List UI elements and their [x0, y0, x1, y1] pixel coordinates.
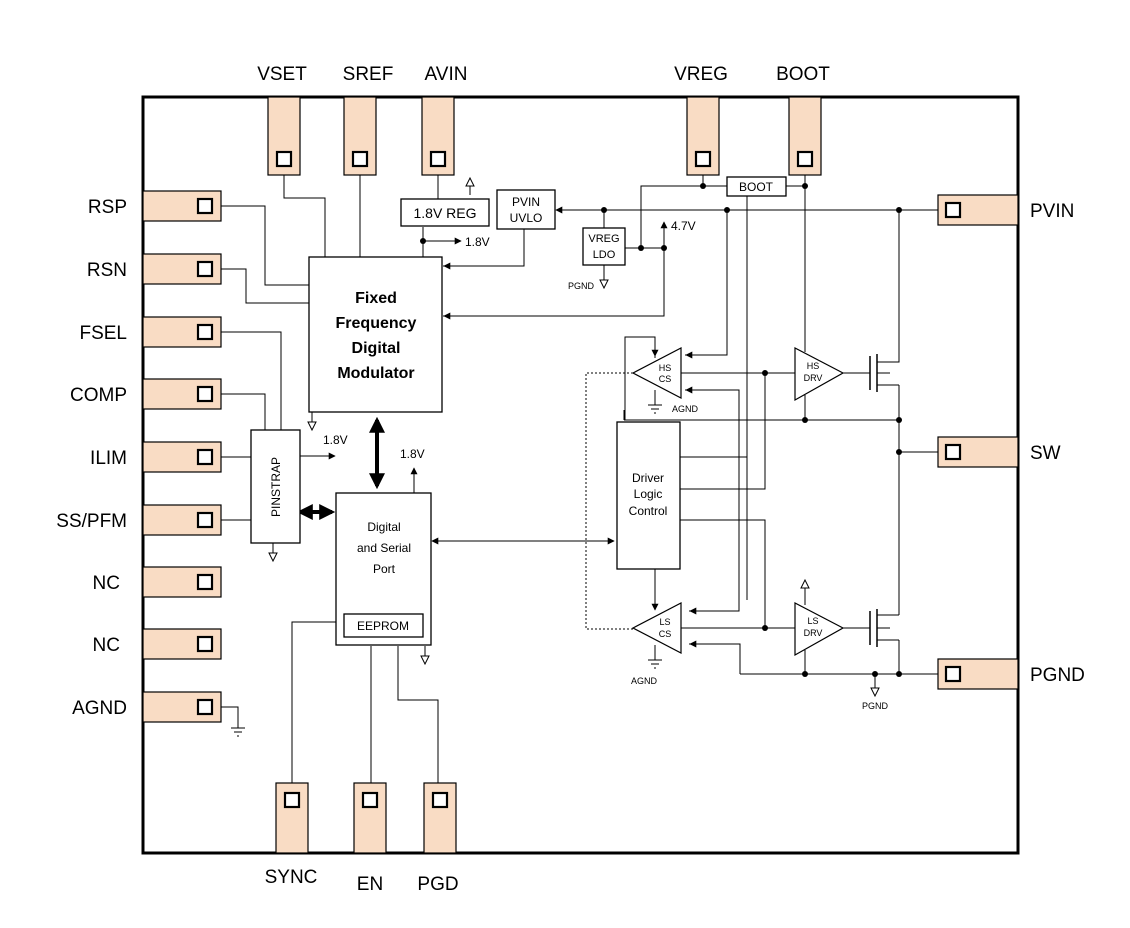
pin-boot: BOOT	[776, 64, 830, 176]
reg-label: 1.8V REG	[413, 205, 476, 221]
pin-label-sref: SREF	[343, 64, 394, 85]
junction-dots	[420, 183, 902, 677]
pin-vset: VSET	[257, 64, 307, 176]
modulator-label-4: Modulator	[337, 365, 414, 382]
pin-pvin: PVIN	[937, 194, 1074, 226]
modulator-label-3: Digital	[352, 340, 401, 357]
pin-label-nc-1: NC	[93, 573, 120, 594]
pin-label-comp: COMP	[70, 385, 127, 406]
pin-label-vset: VSET	[257, 64, 307, 85]
ls-cs-label-2: CS	[659, 629, 672, 639]
pin-nc-1: NC	[93, 566, 222, 598]
ls-cs-label-1: LS	[659, 617, 670, 627]
ls-drv-label-2: DRV	[804, 628, 823, 638]
hs-drv-label-1: HS	[807, 361, 820, 371]
ls-drv-buffer: LS DRV	[794, 602, 845, 657]
ls-mosfet	[869, 609, 899, 647]
vreg-ldo-block: VREG LDO	[582, 227, 626, 266]
pin-label-ilim: ILIM	[90, 448, 127, 469]
pin-vreg: VREG	[674, 64, 728, 176]
pin-label-fsel: FSEL	[79, 323, 127, 344]
pin-label-boot: BOOT	[776, 64, 830, 85]
pin-label-sync: SYNC	[265, 867, 318, 888]
pin-fsel: FSEL	[79, 316, 222, 348]
boot-label: BOOT	[739, 180, 774, 194]
chip-outline	[141, 95, 1020, 855]
pin-label-rsn: RSN	[87, 260, 127, 281]
modulator-label-2: Frequency	[336, 315, 417, 332]
pin-label-sw: SW	[1030, 443, 1061, 464]
pinstrap-label: PINSTRAP	[269, 457, 283, 517]
hs-mosfet	[869, 354, 899, 392]
pin-nc-2: NC	[93, 628, 222, 660]
vreg-ldo-label-1: VREG	[588, 233, 619, 245]
pin-sync: SYNC	[265, 782, 318, 888]
eeprom-label: EEPROM	[357, 619, 409, 633]
pin-label-ss-pfm: SS/PFM	[56, 511, 127, 532]
driver-label-3: Control	[629, 504, 668, 518]
pin-sw: SW	[937, 436, 1061, 468]
ls-cs-comparator: LS CS	[631, 602, 682, 654]
ground-symbols	[231, 176, 880, 737]
modulator-label-1: Fixed	[355, 290, 397, 307]
pin-en: EN	[353, 782, 387, 895]
pin-label-pvin: PVIN	[1030, 201, 1074, 222]
uvlo-label-1: PVIN	[512, 195, 540, 209]
hs-cs-label-1: HS	[659, 363, 672, 373]
hs-cs-ground-label: AGND	[672, 404, 699, 414]
digital-label-3: Port	[373, 562, 396, 576]
reg-block: 1.8V REG	[400, 198, 490, 227]
ldo-ground-label: PGND	[568, 281, 595, 291]
pin-sref: SREF	[343, 64, 394, 176]
vreg-ldo-label-2: LDO	[593, 249, 616, 261]
uvlo-label-2: UVLO	[510, 211, 543, 225]
ls-cs-ground-label: AGND	[631, 676, 658, 686]
eeprom-block	[343, 613, 424, 638]
driver-label-2: Logic	[634, 487, 663, 501]
digital-label-1: Digital	[367, 520, 400, 534]
pin-rsn: RSN	[87, 253, 222, 285]
pin-rsp: RSP	[88, 190, 222, 222]
pin-agnd: AGND	[72, 691, 222, 723]
pin-comp: COMP	[70, 378, 222, 410]
uvlo-block: PVIN UVLO	[496, 189, 556, 230]
hs-drv-label-2: DRV	[804, 373, 823, 383]
pin-label-nc-2: NC	[93, 635, 120, 656]
ls-drv-label-1: LS	[807, 616, 818, 626]
pin-pgnd: PGND	[937, 658, 1085, 690]
pin-label-rsp: RSP	[88, 197, 127, 218]
digital-label-2: and Serial	[357, 541, 411, 555]
modulator-block: Fixed Frequency Digital Modulator	[308, 256, 443, 413]
wires	[221, 175, 938, 783]
pin-ss-pfm: SS/PFM	[56, 504, 222, 536]
digital-supply-voltage: 1.8V	[400, 447, 425, 461]
pin-label-vreg: VREG	[674, 64, 728, 85]
pin-ilim: ILIM	[90, 441, 222, 473]
pin-avin: AVIN	[421, 64, 468, 176]
hs-drv-buffer: HS DRV	[794, 347, 845, 402]
pinstrap-voltage: 1.8V	[323, 433, 348, 447]
pin-pgd: PGD	[417, 782, 459, 895]
boot-block: BOOT	[726, 176, 787, 197]
pin-label-avin: AVIN	[425, 64, 468, 85]
hs-cs-comparator: HS CS	[631, 347, 682, 399]
reg-out-voltage: 1.8V	[465, 235, 490, 249]
driver-label-1: Driver	[632, 471, 664, 485]
pin-label-en: EN	[357, 874, 383, 895]
pinstrap-block: PINSTRAP	[250, 429, 301, 544]
pgnd-node-label: PGND	[862, 701, 889, 711]
ldo-out-voltage: 4.7V	[671, 219, 696, 233]
pin-label-pgd: PGD	[417, 874, 458, 895]
driver-logic-block: Driver Logic Control	[616, 421, 681, 570]
hs-cs-label-2: CS	[659, 374, 672, 384]
pin-label-pgnd: PGND	[1030, 665, 1085, 686]
pin-label-agnd: AGND	[72, 698, 127, 719]
digital-serial-block: Digital and Serial Port EEPROM	[335, 492, 432, 646]
